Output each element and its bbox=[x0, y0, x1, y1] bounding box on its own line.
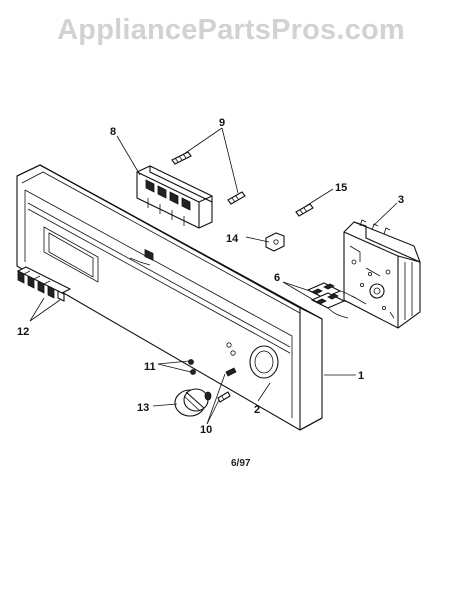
timer-clip bbox=[265, 232, 285, 252]
wire-connectors bbox=[306, 282, 361, 319]
callout-8: 8 bbox=[110, 126, 116, 138]
callout-13: 13 bbox=[137, 402, 149, 414]
callout-12: 12 bbox=[17, 326, 29, 338]
callout-1: 1 bbox=[358, 370, 364, 382]
screws-11 bbox=[188, 359, 196, 375]
callout-11: 11 bbox=[144, 361, 156, 373]
pushbutton-keys bbox=[16, 266, 72, 302]
diagram-date: 6/97 bbox=[231, 458, 251, 469]
callout-3: 3 bbox=[398, 194, 404, 206]
callout-9: 9 bbox=[219, 117, 225, 129]
control-knob bbox=[174, 388, 212, 417]
callout-6: 6 bbox=[274, 272, 280, 284]
callout-10: 10 bbox=[200, 424, 212, 436]
callout-2: 2 bbox=[254, 404, 260, 416]
mounting-screws-9 bbox=[171, 151, 246, 205]
callout-14: 14 bbox=[226, 233, 239, 245]
timer-screw-15 bbox=[295, 203, 314, 217]
control-panel bbox=[16, 164, 323, 431]
timer bbox=[343, 219, 421, 329]
site-watermark: AppliancePartsPros.com bbox=[57, 14, 405, 46]
callout-15: 15 bbox=[335, 182, 347, 194]
leader-lines bbox=[29, 127, 398, 425]
screws-10 bbox=[217, 367, 237, 403]
pushbutton-switch bbox=[136, 165, 213, 261]
callout-labels: 8 9 15 3 14 6 1 2 12 11 10 13 6/97 bbox=[17, 117, 404, 469]
